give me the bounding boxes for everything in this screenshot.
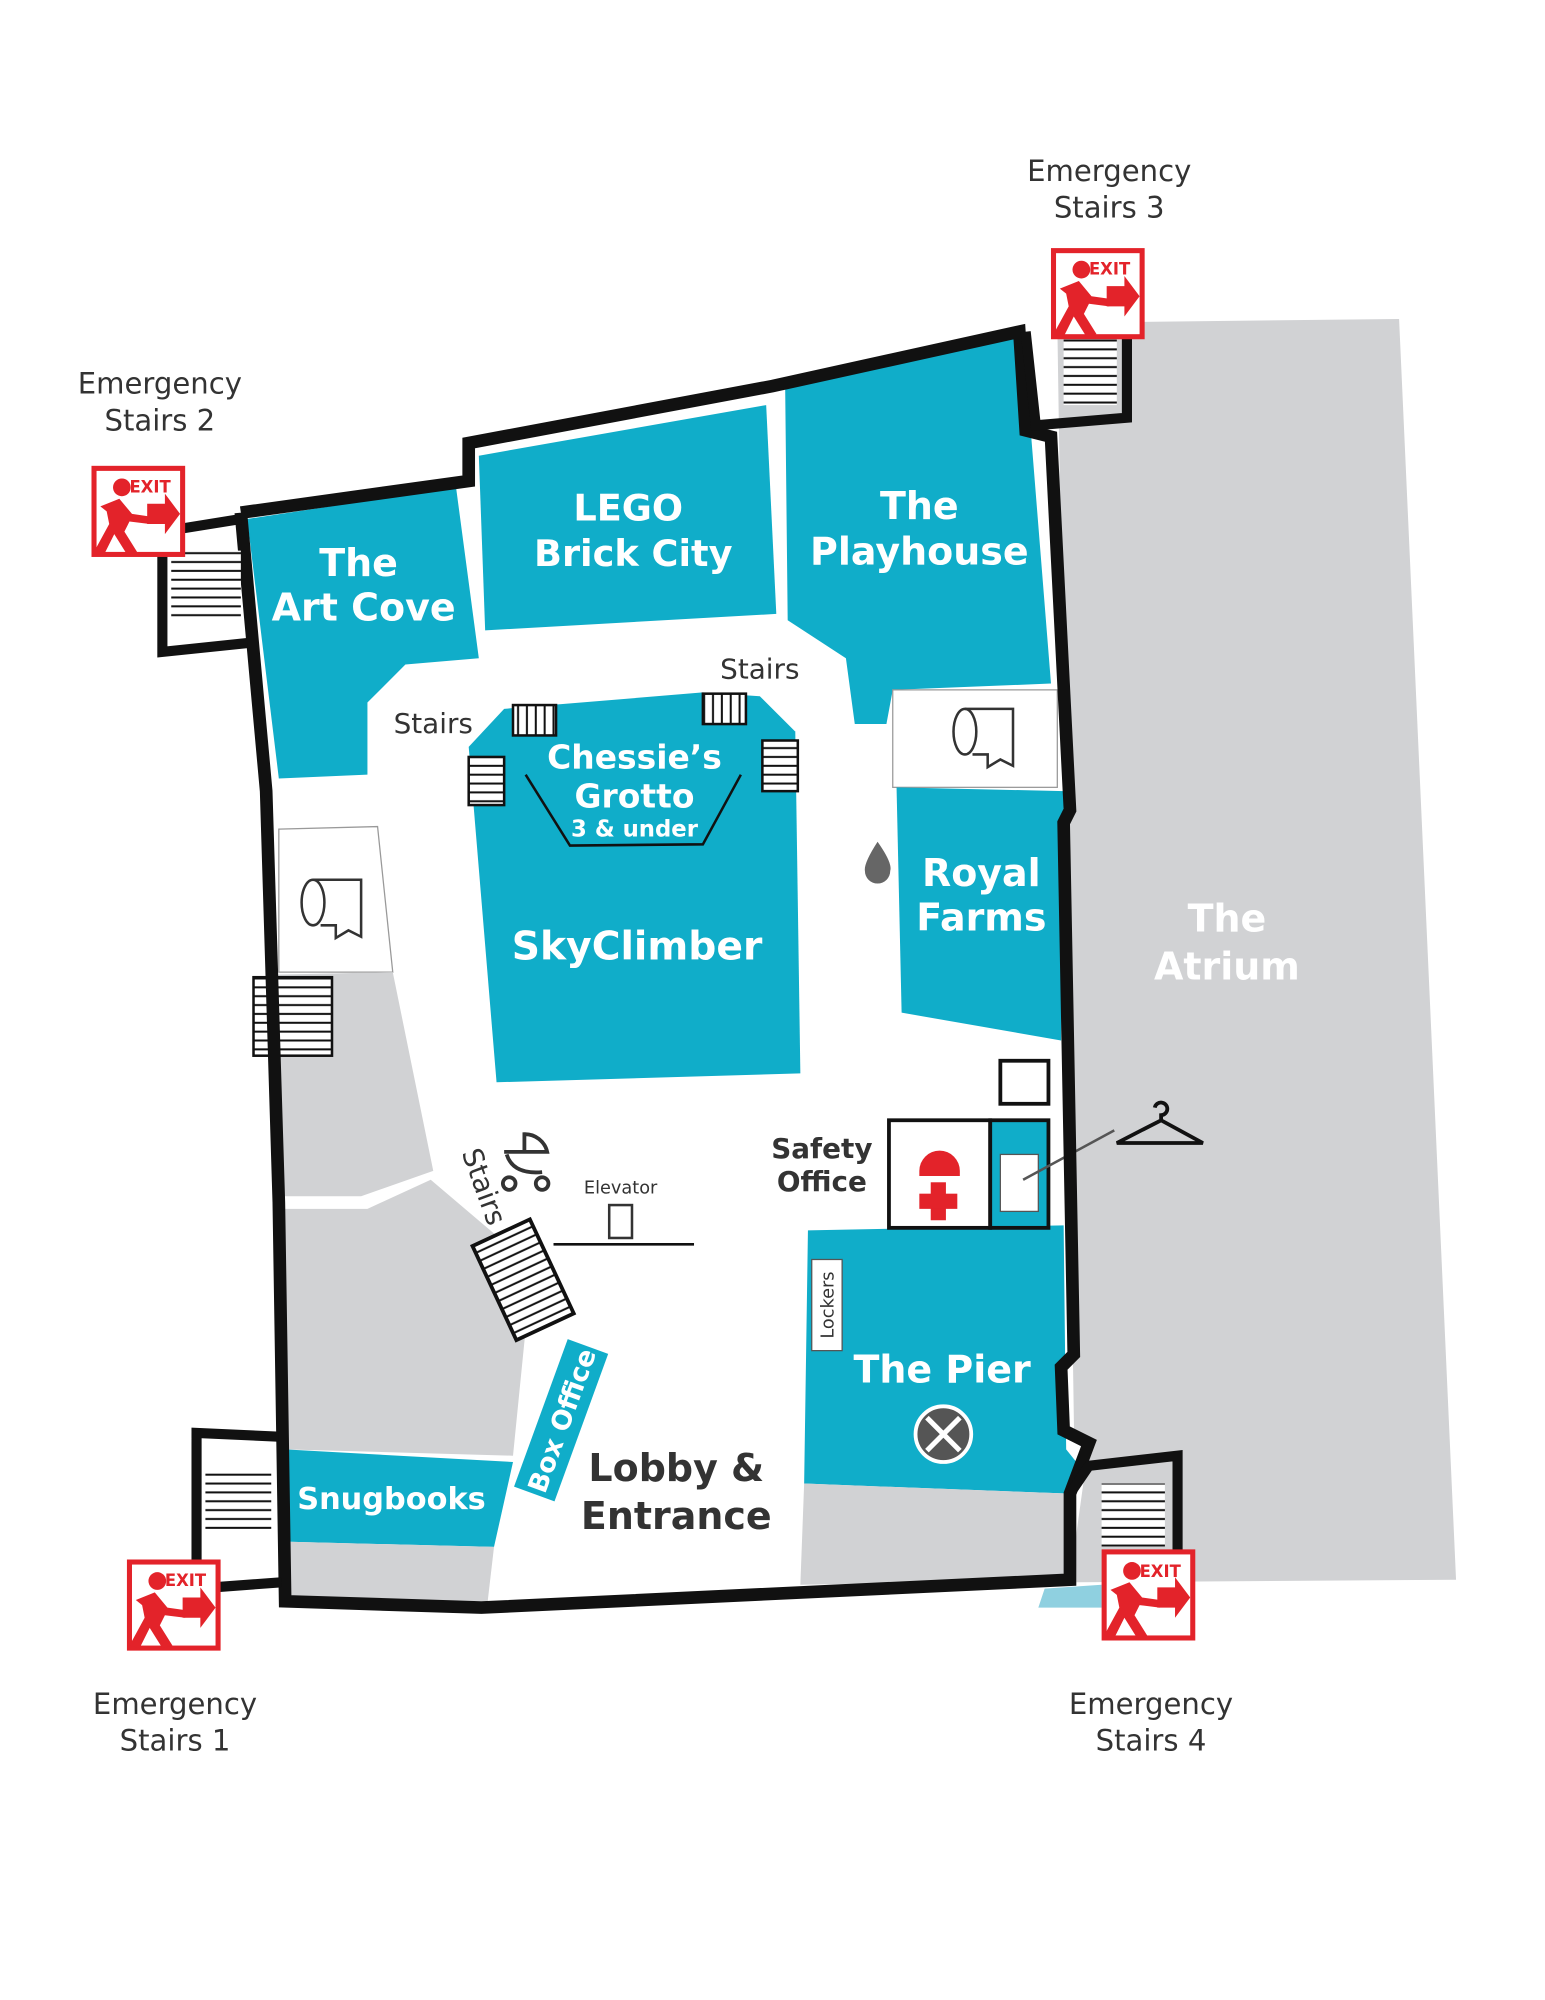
svg-text:Stairs 4: Stairs 4 xyxy=(1096,1724,1207,1758)
room-lego-brick-city[interactable] xyxy=(478,405,777,631)
svg-text:Lobby &: Lobby & xyxy=(588,1446,764,1490)
svg-text:Snugbooks: Snugbooks xyxy=(297,1482,486,1517)
svg-text:Royal: Royal xyxy=(922,851,1041,895)
wall-stairs3 xyxy=(1020,322,1132,431)
svg-text:Grotto: Grotto xyxy=(575,777,695,816)
wall-stairs2 xyxy=(157,513,248,658)
svg-text:Stairs 2: Stairs 2 xyxy=(104,403,215,437)
stairs-emergency-2 xyxy=(171,550,241,621)
storage-box xyxy=(998,1058,1051,1106)
room-playhouse[interactable] xyxy=(785,335,1051,725)
svg-text:SkyClimber: SkyClimber xyxy=(512,924,763,969)
grotto-outline xyxy=(524,774,742,847)
lockers xyxy=(811,1258,843,1352)
svg-text:3 & under: 3 & under xyxy=(571,817,699,843)
water-fountain-icon xyxy=(864,841,891,884)
gray-room-left-2 xyxy=(276,1179,532,1456)
first-aid-icon xyxy=(919,1150,960,1221)
room-skyclimber[interactable] xyxy=(468,692,801,1083)
svg-text:Safety: Safety xyxy=(771,1132,872,1165)
svg-text:Stairs 1: Stairs 1 xyxy=(120,1724,231,1758)
svg-text:Emergency: Emergency xyxy=(1027,154,1191,188)
outer-wall xyxy=(234,323,1097,1614)
svg-text:Office: Office xyxy=(777,1165,867,1198)
atrium-area xyxy=(1057,318,1457,1583)
exit-label-1: EXIT xyxy=(165,1571,207,1590)
stroller-icon xyxy=(500,1132,551,1192)
svg-text:Emergency: Emergency xyxy=(93,1687,257,1721)
svg-text:Emergency: Emergency xyxy=(78,367,242,401)
svg-text:Atrium: Atrium xyxy=(1154,945,1300,989)
svg-text:Playhouse: Playhouse xyxy=(810,530,1029,574)
exit-label-4: EXIT xyxy=(1140,1562,1182,1581)
svg-text:Elevator: Elevator xyxy=(584,1179,658,1199)
stairs-grotto-right xyxy=(761,739,800,793)
stairs-grotto-top-left xyxy=(511,703,558,737)
svg-text:Farms: Farms xyxy=(916,895,1046,939)
stairs-emergency-4 xyxy=(1101,1483,1165,1547)
svg-text:Emergency: Emergency xyxy=(1069,1687,1233,1721)
room-the-pier[interactable] xyxy=(804,1225,1087,1494)
gray-room-bottom-right xyxy=(800,1483,1070,1585)
ramp xyxy=(1038,1584,1102,1608)
exit-label-3: EXIT xyxy=(1089,260,1131,279)
exit-label-2: EXIT xyxy=(129,477,171,496)
room-royal-farms[interactable] xyxy=(896,787,1064,1041)
svg-text:The Pier: The Pier xyxy=(854,1347,1031,1391)
svg-text:The: The xyxy=(1188,897,1267,941)
svg-text:Stairs: Stairs xyxy=(394,707,473,740)
svg-text:Chessie’s: Chessie’s xyxy=(547,737,722,776)
stairs-emergency-1 xyxy=(205,1468,272,1532)
coat-check-window xyxy=(999,1153,1039,1213)
room-snugbooks[interactable] xyxy=(285,1449,514,1547)
room-art-cove[interactable] xyxy=(247,487,479,779)
lockers-label: Lockers xyxy=(818,1271,838,1338)
svg-text:The: The xyxy=(319,541,398,585)
stairs-left-wall xyxy=(252,975,334,1057)
emergency-labels: Emergency Stairs 1 Emergency Stairs 2 Em… xyxy=(78,154,1233,1758)
svg-text:Brick City: Brick City xyxy=(534,532,733,575)
svg-text:Entrance: Entrance xyxy=(581,1494,772,1538)
restroom-left-icon xyxy=(300,878,363,941)
restroom-right-icon xyxy=(952,707,1015,770)
wall-stairs1 xyxy=(191,1427,282,1595)
wall-stairs4 xyxy=(1065,1450,1183,1570)
stairs-grotto-top-right xyxy=(701,692,748,726)
stairs-lobby xyxy=(469,1216,577,1343)
stairs-emergency-3 xyxy=(1063,335,1117,406)
restroom-left xyxy=(278,825,394,973)
gray-room-bottom-left xyxy=(288,1541,495,1602)
svg-text:The: The xyxy=(880,484,959,528)
svg-text:Stairs: Stairs xyxy=(720,652,799,685)
elevator-icon[interactable] xyxy=(607,1203,634,1240)
coat-hanger-icon xyxy=(1115,1100,1204,1145)
stairs-grotto-left xyxy=(467,755,506,807)
svg-text:Art Cove: Art Cove xyxy=(272,585,456,629)
svg-text:LEGO: LEGO xyxy=(573,486,683,529)
restaurant-icon xyxy=(913,1404,974,1464)
svg-text:Stairs 3: Stairs 3 xyxy=(1054,191,1165,225)
